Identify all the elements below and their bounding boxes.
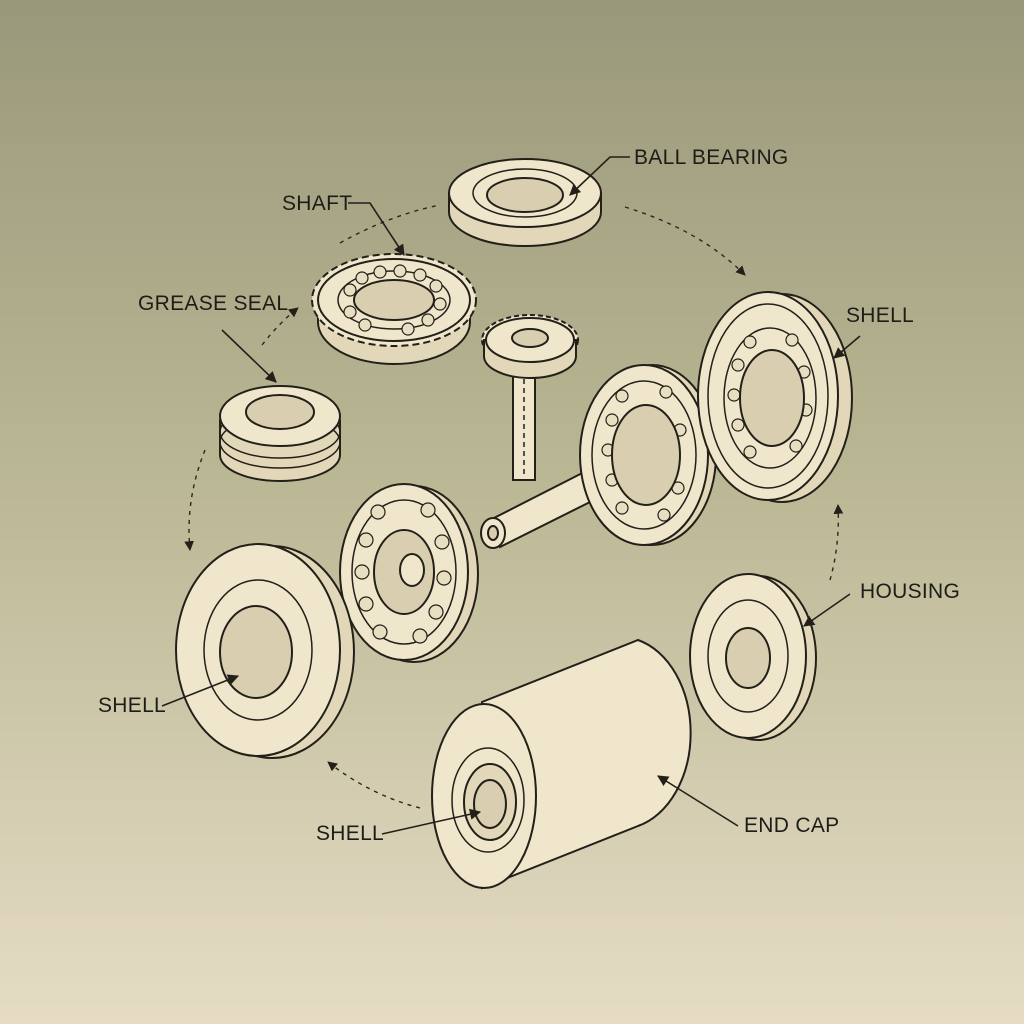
flow-arrows (184, 204, 844, 809)
shell-left-part (175, 543, 355, 759)
label-shell-right: SHELL (846, 304, 914, 327)
leader-shell-right (833, 335, 861, 359)
large-gear-part (311, 253, 477, 365)
label-shell-left: SHELL (98, 694, 166, 717)
leader-shell-bottom (381, 808, 482, 835)
middle-bearing-part (579, 364, 717, 546)
ball-bearing-part (448, 158, 602, 247)
grease-seal-part (219, 385, 341, 482)
callout-labels: BALL BEARING SHAFT GREASE SEAL SHELL HOU… (98, 146, 960, 845)
flow-arrow-bottom (327, 761, 421, 809)
leader-shell-left (161, 674, 240, 707)
leader-shaft (348, 202, 405, 256)
left-bearing-part (339, 483, 479, 663)
shaft-part (480, 314, 612, 549)
shell-right-part (697, 291, 853, 503)
flow-arrow-top (339, 204, 441, 244)
housing-part (689, 573, 817, 741)
label-grease-seal: GREASE SEAL (138, 292, 288, 315)
leader-ball-bearing (569, 156, 630, 196)
flow-arrow-right (829, 504, 844, 581)
flow-arrow-upper-left (261, 307, 299, 346)
flow-arrow-left (184, 449, 206, 551)
end-cap-part (431, 638, 692, 890)
label-shaft: SHAFT (282, 192, 352, 215)
leader-housing (803, 593, 851, 627)
leader-end-cap (657, 775, 739, 827)
label-ball-bearing: BALL BEARING (634, 146, 789, 169)
flow-arrow-top-right (624, 206, 746, 276)
label-housing: HOUSING (860, 580, 960, 603)
label-end-cap: END CAP (744, 814, 839, 837)
leader-grease-seal (221, 329, 277, 383)
leader-lines (161, 156, 861, 835)
label-shell-bottom: SHELL (316, 822, 384, 845)
